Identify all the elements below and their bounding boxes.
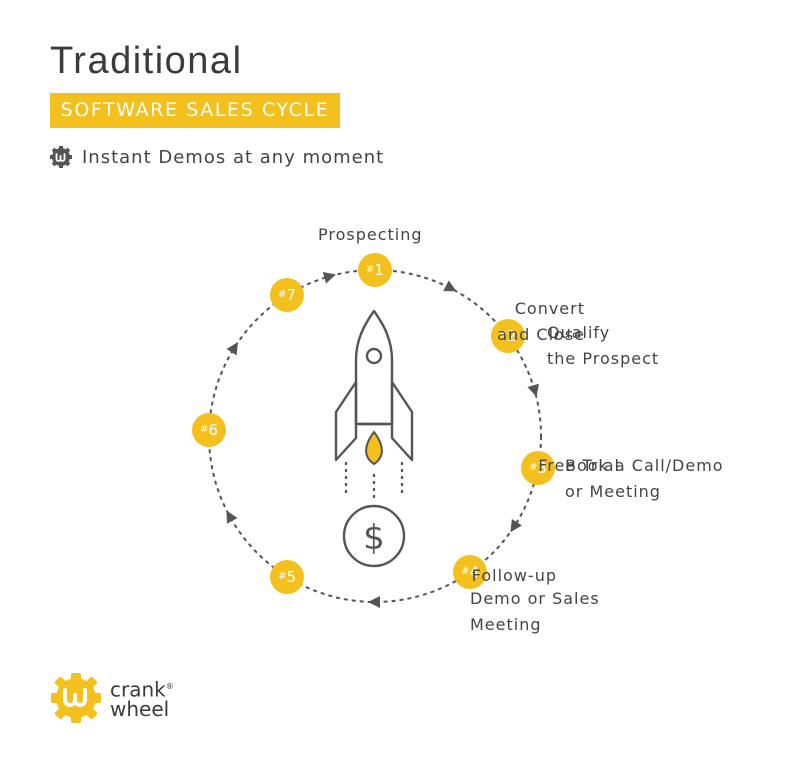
step-label-5: Follow-up [472, 563, 557, 589]
rocket-trail [344, 462, 404, 498]
rocket-icon [334, 309, 414, 462]
step-hash: # [278, 570, 287, 582]
cycle-arrows [226, 272, 539, 608]
step-number: 5 [286, 567, 296, 586]
step-label-line: Qualify [547, 323, 611, 342]
arrow-head-icon [322, 272, 336, 284]
step-label-line: and Close [497, 325, 585, 344]
dollar-symbol: $ [363, 518, 385, 558]
tagline: Instant Demos at any moment [50, 145, 384, 169]
crankwheel-logo: crank® wheel [50, 672, 174, 724]
step-badge-2: #2 [490, 319, 525, 354]
step-badge-6: #6 [192, 413, 227, 448]
step-label-2: Qualify the Prospect [547, 320, 659, 372]
step-label-line: Prospecting [318, 225, 423, 244]
step-badge-5: #5 [270, 559, 305, 594]
step-label-6: Free Trial [538, 453, 620, 479]
step-hash: # [366, 264, 375, 275]
step-number: 3 [537, 458, 547, 477]
step-number: 7 [286, 286, 296, 305]
crankwheel-logo-icon [51, 673, 101, 723]
step-label-line: the Prospect [547, 349, 660, 368]
step-number: 4 [469, 562, 480, 581]
step-label-1: Prospecting [318, 222, 423, 248]
step-badge-7: #7 [270, 278, 305, 313]
logo-wordmark: crank® wheel [110, 677, 174, 719]
step-badge-1: #1 [358, 253, 392, 287]
subtitle-banner: SOFTWARE SALES CYCLE [50, 93, 340, 128]
logo-line-2: wheel [110, 696, 170, 721]
step-number: 6 [208, 421, 219, 440]
arrow-head-icon [443, 280, 457, 292]
step-number: 2 [506, 327, 517, 346]
tagline-text: Instant Demos at any moment [82, 146, 385, 168]
step-label-3: Book a Call/Demo or Meeting [565, 453, 724, 505]
step-hash: # [278, 289, 287, 301]
dollar-coin-icon [342, 504, 406, 568]
step-badge-3: #3 [520, 450, 555, 485]
arrow-head-icon [527, 383, 539, 397]
step-label-line: Demo or Sales [470, 589, 600, 608]
logo-registered-mark: ® [165, 682, 174, 692]
step-hash: # [461, 565, 470, 577]
step-label-line: Convert [514, 299, 585, 318]
step-number: 1 [374, 261, 384, 279]
logo-line-1: crank [110, 677, 166, 702]
step-label-line: or Meeting [565, 482, 661, 501]
step-label-7: Convert and Close [497, 296, 585, 348]
step-hash: # [498, 330, 507, 342]
arrow-head-icon [368, 596, 380, 608]
crankwheel-icon [50, 146, 72, 168]
step-label-line: Meeting [470, 615, 542, 634]
step-hash: # [528, 461, 538, 473]
step-badge-4: #4 [453, 554, 488, 589]
page-title: Traditional [50, 40, 243, 82]
arrow-head-icon [226, 342, 238, 356]
step-label-line: Book a Call/Demo [565, 456, 724, 475]
step-label-line: Follow-up [471, 566, 557, 585]
step-hash: # [200, 424, 209, 436]
rocket-flame-icon [365, 430, 383, 466]
arrow-head-icon [510, 518, 522, 533]
step-label-line: Free Trial [538, 456, 620, 475]
arrow-head-icon [226, 510, 238, 524]
